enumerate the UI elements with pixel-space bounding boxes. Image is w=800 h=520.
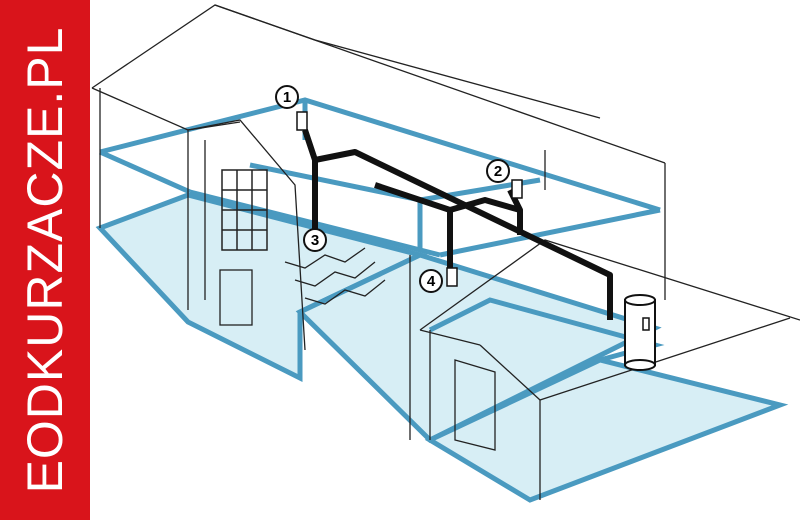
callout-label-3: 3 [311, 232, 319, 249]
inlet-2 [511, 179, 523, 199]
inlet-4 [446, 267, 458, 287]
inlet-1 [296, 111, 308, 131]
callout-label-4: 4 [427, 273, 436, 290]
callout-label-1: 1 [283, 89, 291, 106]
window-grid [221, 169, 268, 251]
callout-2: 2 [486, 159, 510, 183]
callout-4: 4 [419, 269, 443, 293]
central-vacuum-unit [624, 294, 656, 371]
callout-1: 1 [275, 85, 299, 109]
ground-floor [95, 192, 789, 503]
wall-inlets [296, 111, 523, 287]
brand-banner: EODKURZACZE.PL [0, 0, 90, 520]
callout-label-2: 2 [494, 163, 502, 180]
house-wireframe [91, 4, 800, 500]
callout-3: 3 [303, 228, 327, 252]
vacuum-pipe-network [302, 129, 613, 320]
